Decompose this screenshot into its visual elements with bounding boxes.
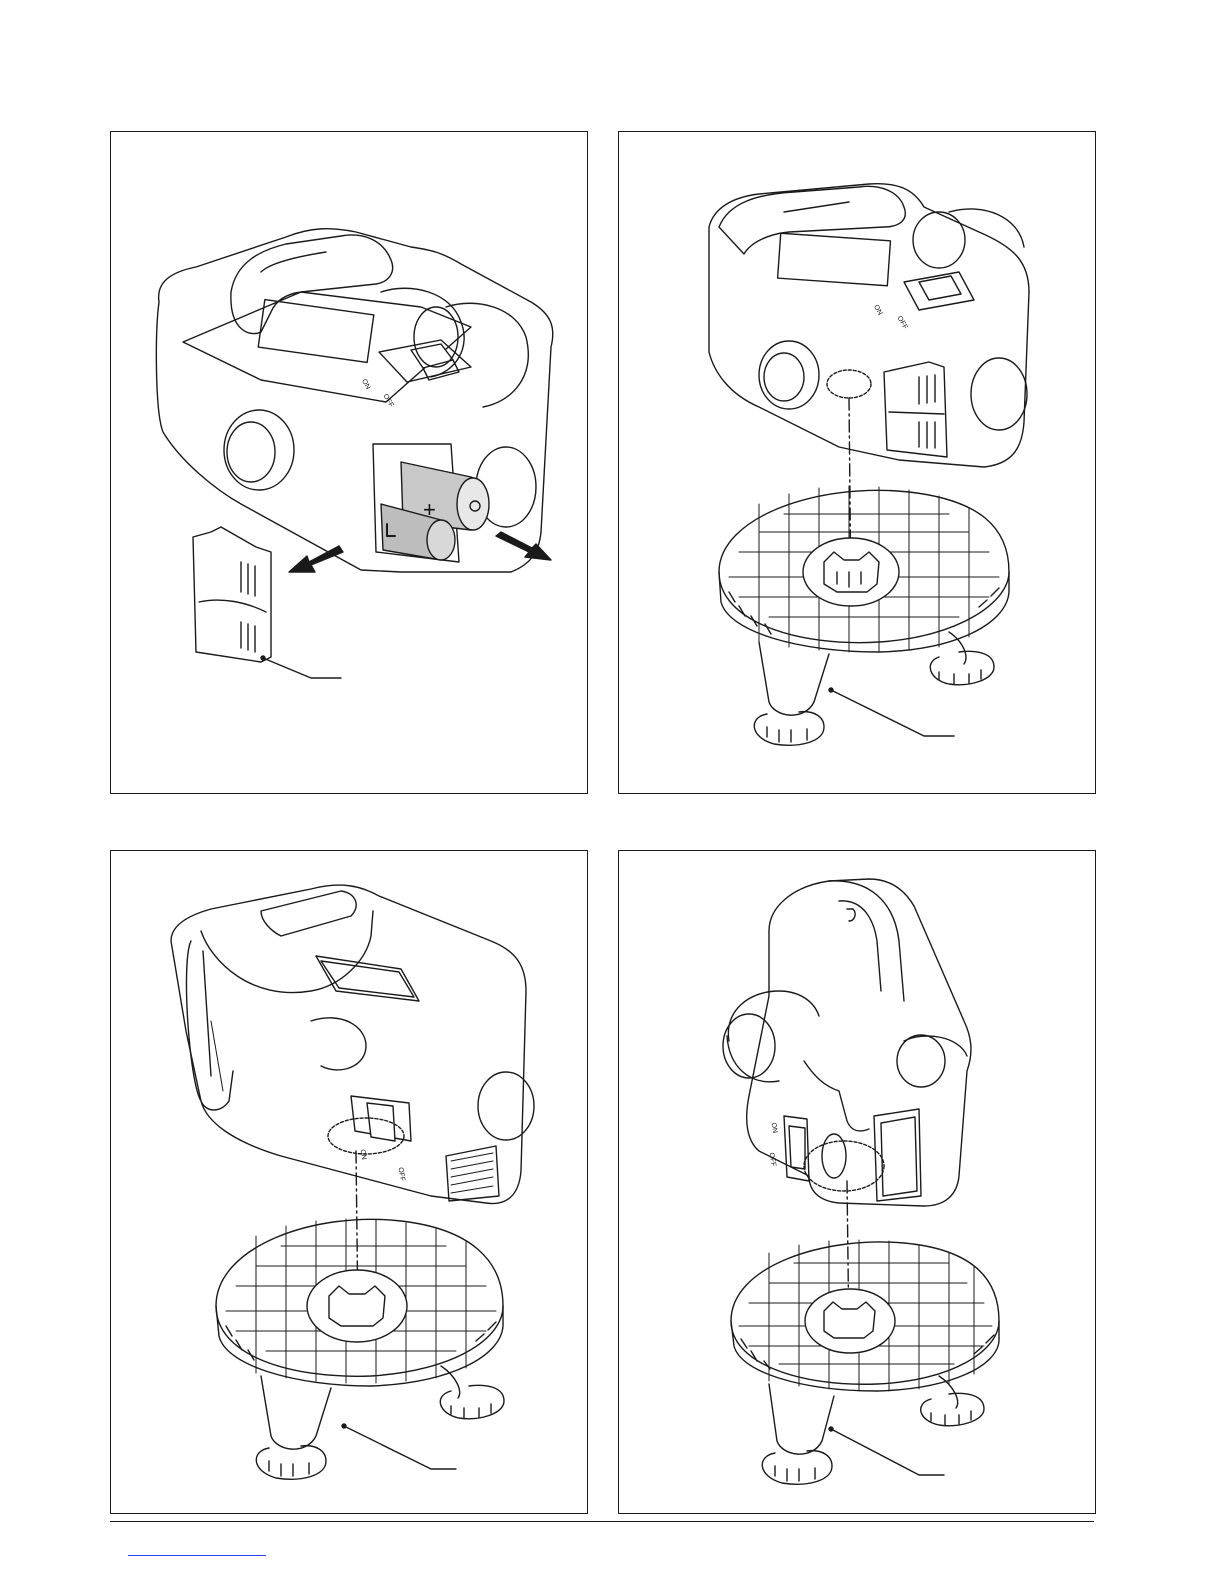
leader-line-4 xyxy=(831,1429,944,1475)
front-lens xyxy=(759,341,819,409)
side-lens xyxy=(971,358,1027,430)
switch-label-off: OFF xyxy=(896,315,909,331)
side-lens xyxy=(723,1014,775,1078)
mount-hole xyxy=(827,370,871,398)
front-lens xyxy=(224,410,294,490)
power-switch: ON OFF xyxy=(768,1116,809,1181)
device-housing xyxy=(156,229,552,572)
figure-battery-replacement: ON OFF + xyxy=(110,131,588,794)
battery-cover xyxy=(884,362,947,457)
switch-label-off: OFF xyxy=(396,1167,405,1182)
footer-link-underline[interactable] xyxy=(128,1555,266,1556)
switch-label-off: OFF xyxy=(768,1152,777,1167)
battery-replacement-illustration: ON OFF + xyxy=(111,132,587,793)
switch-label-on: ON xyxy=(872,304,883,317)
leader-line-3 xyxy=(344,1426,456,1469)
mount-side-illustration: ON OFF xyxy=(111,851,587,1513)
arrow-right xyxy=(496,532,551,560)
mount-horizontal-illustration: ON OFF xyxy=(619,132,1095,793)
switch-label-on: ON xyxy=(770,1122,779,1134)
leader-line-2 xyxy=(831,690,954,736)
display-window xyxy=(778,233,891,286)
switch-label-on: ON xyxy=(358,1149,367,1161)
carry-handle xyxy=(186,941,233,1110)
carry-handle xyxy=(231,235,393,334)
display-window xyxy=(258,300,374,363)
tripod-leg xyxy=(759,642,829,715)
tripod-leg xyxy=(769,1384,834,1454)
tripod-leg xyxy=(261,1376,331,1449)
battery-cover xyxy=(193,527,271,662)
mount-vertical-illustration: ON OFF xyxy=(619,851,1095,1513)
figure-mount-horizontal: ON OFF xyxy=(618,131,1096,794)
switch-label-on: ON xyxy=(360,378,371,391)
leader-line-1 xyxy=(263,658,341,678)
device-housing xyxy=(709,184,1029,467)
tripod-base xyxy=(731,1240,999,1484)
device-housing xyxy=(171,885,526,1203)
side-lens xyxy=(478,1072,534,1140)
power-switch: ON OFF xyxy=(328,1096,411,1182)
tripod-base xyxy=(216,1219,504,1479)
footer-rule xyxy=(110,1521,1094,1522)
figure-mount-side: ON OFF xyxy=(110,850,588,1514)
arrow-left xyxy=(289,546,343,572)
rear-lens xyxy=(913,212,965,268)
figure-mount-vertical: ON OFF xyxy=(618,850,1096,1514)
top-lens xyxy=(897,1035,945,1087)
